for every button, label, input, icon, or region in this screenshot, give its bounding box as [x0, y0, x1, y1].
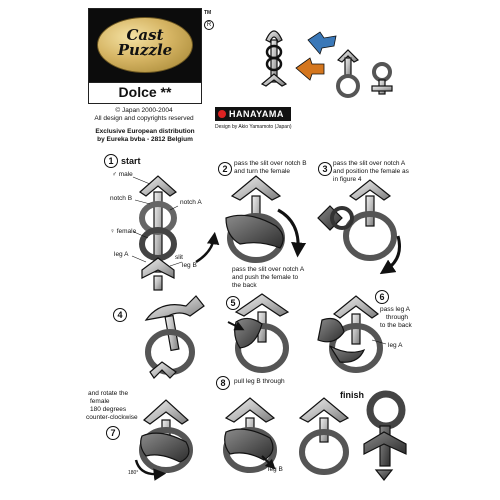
step7-number: 7 [106, 426, 120, 440]
copyright-text: © Japan 2000-2004 [115, 107, 173, 114]
step3-text1: pass the slit over notch A [333, 160, 406, 167]
label-male: ♂ male [112, 171, 133, 178]
step2-number: 2 [218, 162, 232, 176]
step7-illustration [134, 399, 193, 481]
orange-arrow-icon [295, 57, 325, 81]
step3-text2: and position the female as [333, 168, 409, 175]
step1-label: start [121, 156, 141, 166]
brand-text: HANAYAMA [229, 109, 284, 119]
logo-line1: Cast [126, 26, 164, 44]
step4-number: 4 [113, 308, 127, 322]
male-piece-top [336, 49, 360, 98]
rights-text: All design and copyrights reserved [94, 115, 194, 122]
step8-number: 8 [216, 376, 230, 390]
product-name: Dolce ** [88, 81, 202, 104]
step2-illustration [225, 175, 307, 263]
step6-illustration [317, 295, 387, 373]
top-male-piece-stacked [260, 30, 288, 87]
distribution-line1: Exclusive European distribution [95, 128, 195, 135]
brand-dot-icon [218, 110, 226, 118]
step8-illustration [223, 397, 277, 473]
label-leg-a-step6: leg A [388, 342, 403, 349]
logo-oval: Cast Puzzle [97, 17, 193, 73]
step7-text4: counter-clockwise [86, 414, 138, 421]
step5-text1: pass the slit over notch A [232, 266, 305, 273]
label-180-degrees: 180° [128, 470, 139, 476]
male-symbol-icon: ♂ [112, 171, 117, 178]
step3-text3: in figure 4 [333, 176, 362, 183]
logo-line2: Puzzle [117, 41, 173, 59]
label-leg-a: leg A [114, 251, 129, 258]
step5-text2: and push the female to [232, 274, 299, 281]
hanayama-logo: HANAYAMA [215, 107, 291, 121]
step1-number: 1 [104, 154, 118, 168]
label-notch-a: notch A [180, 199, 202, 206]
label-notch-b: notch B [110, 195, 133, 202]
finish-female-piece [363, 390, 407, 481]
step5-number: 5 [226, 296, 240, 310]
step2-text2: and turn the female [234, 168, 291, 175]
female-symbol-icon: ♀ [110, 228, 115, 235]
step8-text1: pull leg B through [234, 378, 285, 385]
step5-text3: the back [232, 282, 257, 289]
step6-number: 6 [375, 290, 389, 304]
step6-text2: through [386, 314, 409, 321]
step6-text3: to the back [380, 322, 412, 329]
registered-mark: R [204, 20, 214, 30]
blue-arrow-icon [307, 31, 337, 55]
step1-illustration [131, 175, 220, 291]
step7-text3: 180 degrees [90, 406, 127, 413]
designer-credit: Design by Akio Yamamoto (Japan) [215, 124, 292, 130]
label-leg-b: leg B [182, 262, 197, 269]
step7-text1: and rotate the [88, 390, 129, 397]
step2-text1: pass the slit over notch B [234, 160, 307, 167]
step6-text1: pass leg A [380, 306, 410, 313]
label-female: ♀ female [110, 228, 137, 235]
finish-male-piece [298, 397, 350, 475]
logo-text: Cast Puzzle [98, 28, 192, 58]
distribution-line2: by Eureka bvba - 2812 Belgium [97, 136, 193, 143]
finish-label: finish [340, 390, 364, 400]
cast-puzzle-logo: Cast Puzzle [88, 8, 202, 83]
step3-number: 3 [318, 162, 332, 176]
step7-text2: female [90, 398, 110, 405]
step5-illustration [227, 293, 290, 373]
label-slit: slit [175, 254, 183, 261]
step3-illustration [317, 179, 401, 275]
step4-illustration [144, 295, 205, 379]
female-piece-top [371, 62, 393, 95]
trademark: TM [204, 10, 212, 16]
label-leg-b-step8: leg B [268, 466, 283, 473]
